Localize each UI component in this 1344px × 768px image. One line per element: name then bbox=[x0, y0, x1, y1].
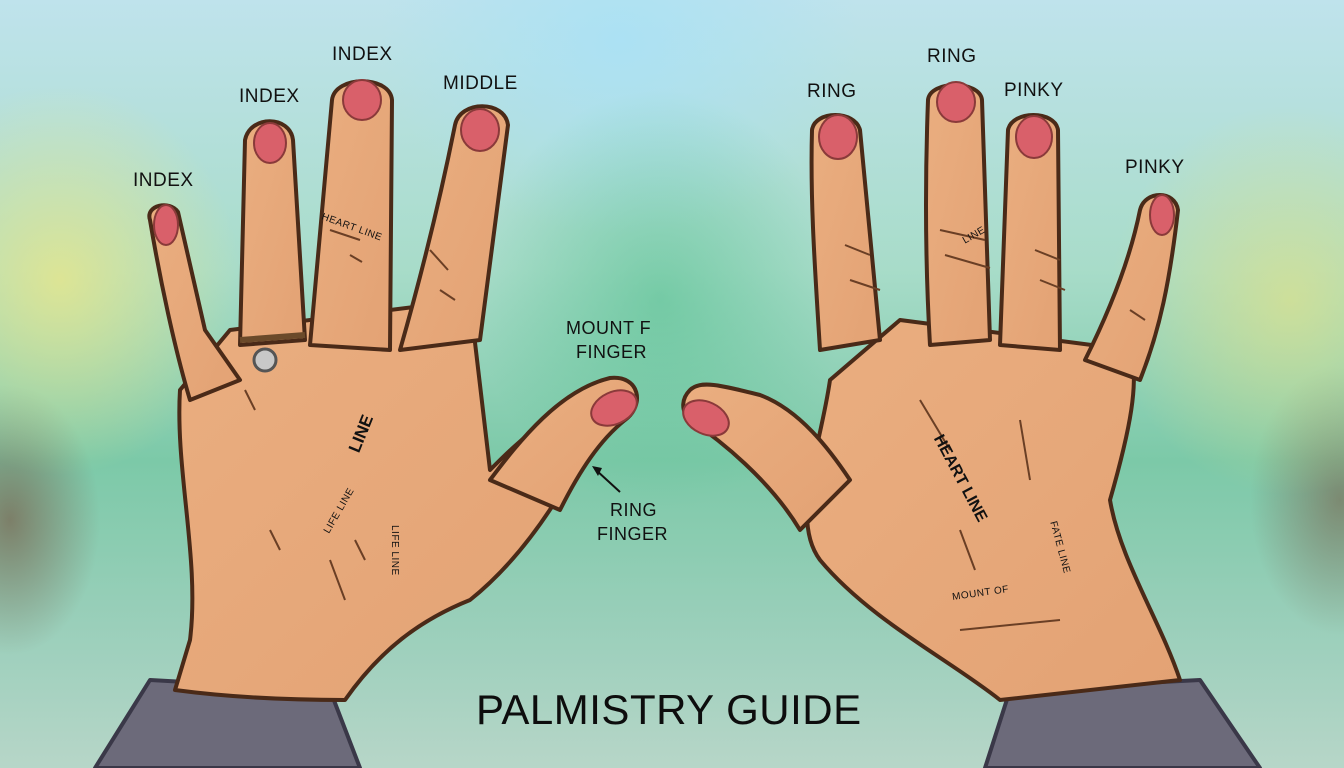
label-middle: MIDDLE bbox=[443, 73, 518, 94]
label-ring: RING bbox=[610, 500, 657, 520]
label-ring-finger: FINGER bbox=[597, 524, 669, 544]
label-mount-finger: FINGER bbox=[576, 342, 648, 362]
page-title: PALMISTRY GUIDE bbox=[476, 686, 862, 733]
pointer-arrow bbox=[595, 469, 621, 493]
label-life-line-vertical: LIFE LINE bbox=[389, 525, 400, 576]
label-index-3: INDEX bbox=[332, 44, 393, 65]
right-hand bbox=[681, 81, 1262, 768]
label-pinky-2: PINKY bbox=[1125, 157, 1185, 178]
label-index-1: INDEX bbox=[133, 170, 194, 191]
label-ring-1: RING bbox=[807, 81, 857, 102]
label-mount: MOUNT F bbox=[566, 318, 652, 338]
label-index-2: INDEX bbox=[239, 86, 300, 107]
label-pinky-1: PINKY bbox=[1004, 80, 1064, 101]
left-hand bbox=[93, 79, 639, 768]
label-ring-2: RING bbox=[927, 46, 977, 67]
